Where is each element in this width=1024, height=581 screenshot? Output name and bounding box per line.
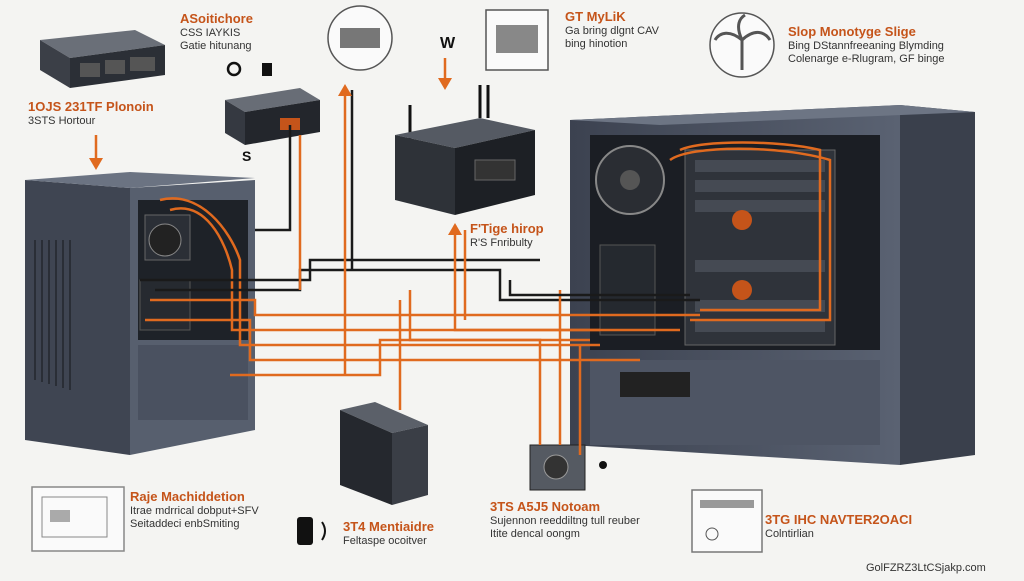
label-line: Seitaddeci enbSmiting — [130, 517, 240, 530]
label-line: Colntirlian — [765, 527, 814, 540]
label-title: Raje Machiddetion — [130, 489, 245, 504]
palm-tree-icon — [709, 12, 775, 78]
label-bottom-psu: 3T4 Mentiaidre Feltaspe ocoitver — [343, 519, 435, 548]
label-title: 1OJS 231TF Plonoin — [28, 99, 154, 114]
label-top-center: W — [440, 35, 456, 52]
label-line: CSS IAYKIS — [180, 26, 241, 39]
router-center — [395, 85, 535, 215]
label-title: 3TS A5J5 Notoam — [490, 499, 601, 514]
right-computer-case — [570, 105, 975, 465]
label-bottom-center: 3TS A5J5 Notoam Sujennon reeddiltng tull… — [490, 499, 640, 540]
arrow-up-center — [338, 84, 462, 235]
left-computer-case — [25, 172, 255, 455]
label-left-case: 1OJS 231TF Plonoin 3STS Hortour — [28, 99, 154, 128]
arrow-down-left — [89, 135, 103, 170]
label-title: F'Tige hirop — [470, 221, 544, 236]
lock-icon — [226, 61, 272, 77]
arrow-down-center — [438, 58, 452, 90]
label-line: 3STS Hortour — [28, 114, 96, 127]
label-line: R'S Fnribulty — [470, 236, 533, 249]
label-small-s: S — [242, 148, 252, 164]
label-bottom-right: 3TG IHC NAVTER2OACI Colntirlian — [765, 512, 913, 541]
label-title: ASoitichore — [180, 11, 253, 26]
label-line: Colenarge e-Rlugram, GF binge — [788, 52, 945, 65]
label-top-left-device: ASoitichore CSS IAYKIS Gatie hitunang — [180, 11, 253, 52]
label-line: Sujennon reeddiltng tull reuber — [490, 514, 640, 527]
label-line: Itrae mdrrical dobput+SFV — [130, 504, 259, 517]
label-top-right: Slop Monotyge Slige Bing DStannfreeaning… — [788, 24, 945, 65]
appliance-sketch-icon — [691, 489, 763, 553]
router-sketch-icon — [327, 5, 393, 71]
label-line: Bing DStannfreeaning Blymding — [788, 39, 944, 52]
label-top-mid: GT MyLiK Ga bring dlgnt CAV bing hinotio… — [565, 9, 659, 50]
label-title: 3TG IHC NAVTER2OACI — [765, 512, 913, 527]
label-middle: F'Tige hirop R'S Fnribulty — [470, 221, 544, 250]
label-title: 3T4 Mentiaidre — [343, 519, 435, 534]
power-supply-unit — [340, 402, 428, 505]
label-line: Ga bring dlgnt CAV — [565, 24, 659, 37]
label-line: Itite dencal oongm — [490, 527, 580, 540]
device-sketch-icon — [485, 9, 549, 71]
label-title: Slop Monotyge Slige — [788, 24, 916, 39]
watermark-text: GolFZRZ3LtCSjakp.com — [866, 562, 986, 574]
label-title: GT MyLiK — [565, 9, 626, 24]
label-line: bing hinotion — [565, 37, 628, 50]
label-line: Feltaspe ocoitver — [343, 534, 427, 547]
dot-icon — [599, 461, 607, 469]
connector-module — [529, 444, 586, 491]
monitor-sketch-icon — [31, 486, 125, 552]
battery-icon — [297, 517, 326, 545]
cable-bundle — [140, 90, 832, 455]
router-box-left — [225, 88, 320, 145]
label-bottom-left: Raje Machiddetion Itrae mdrrical dobput+… — [130, 489, 259, 530]
label-line: Gatie hitunang — [180, 39, 252, 52]
rack-server-device — [40, 30, 165, 88]
